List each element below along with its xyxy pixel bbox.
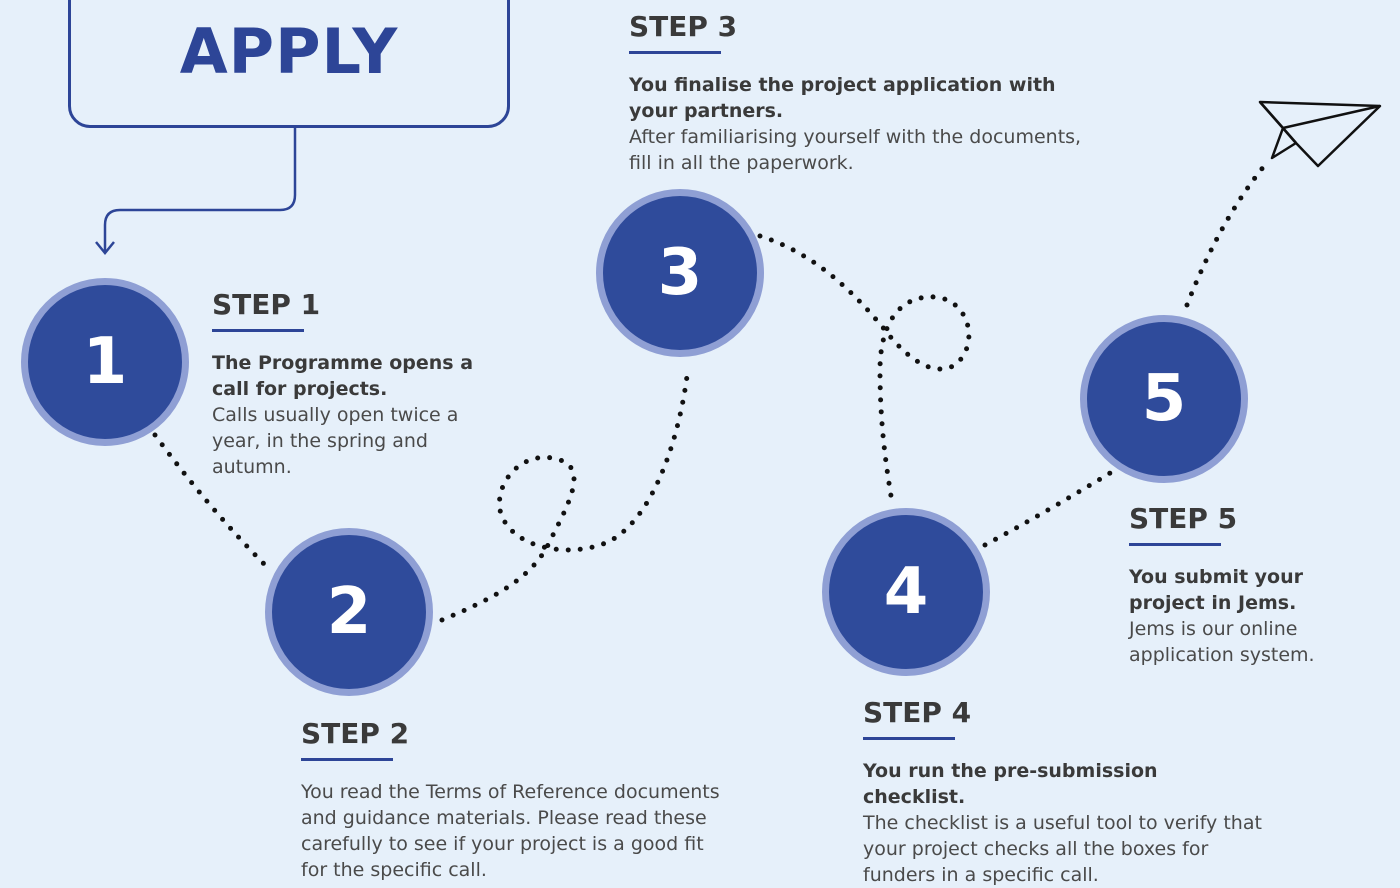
- step-5-circle: 5: [1080, 315, 1248, 483]
- dotted-path-2-3: [439, 365, 691, 623]
- step-2-text: STEP 2 You read the Terms of Reference d…: [301, 717, 721, 883]
- dotted-path-4-5: [982, 467, 1118, 548]
- step-2-underline: [301, 758, 393, 761]
- step-4-heading: You run the pre-submission checklist.: [863, 760, 1158, 808]
- step-5-heading: You submit your project in Jems.: [1129, 566, 1303, 614]
- step-1-label: STEP 1: [212, 288, 321, 321]
- step-4-label: STEP 4: [863, 696, 972, 729]
- step-2-label: STEP 2: [301, 717, 410, 750]
- step-4-underline: [863, 737, 955, 740]
- step-5-text: STEP 5 You submit your project in Jems. …: [1129, 502, 1379, 668]
- paper-plane-icon: [1258, 100, 1382, 168]
- apply-title-box: APPLY: [68, 0, 510, 128]
- step-2-body: You read the Terms of Reference document…: [301, 781, 720, 881]
- step-3-body: After familiarising yourself with the do…: [629, 126, 1082, 174]
- dotted-path-1-2: [152, 432, 273, 573]
- step-4-number: 4: [883, 555, 929, 629]
- step-3-heading: You finalise the project application wit…: [629, 74, 1056, 122]
- step-1-number: 1: [82, 325, 128, 399]
- step-1-body: Calls usually open twice a year, in the …: [212, 404, 459, 478]
- arrow-down-icon: [95, 241, 115, 255]
- step-4-text: STEP 4 You run the pre-submission checkl…: [863, 696, 1263, 888]
- step-1-text: STEP 1 The Programme opens a call for pr…: [212, 288, 502, 480]
- step-2-number: 2: [326, 575, 372, 649]
- step-1-heading: The Programme opens a call for projects.: [212, 352, 474, 400]
- step-2-circle: 2: [265, 528, 433, 696]
- step-4-circle: 4: [822, 508, 990, 676]
- step-1-circle: 1: [21, 278, 189, 446]
- step-3-underline: [629, 51, 721, 54]
- step-3-number: 3: [657, 236, 703, 310]
- dotted-path-5-plane: [1184, 162, 1268, 308]
- step-4-body: The checklist is a useful tool to verify…: [863, 812, 1262, 886]
- apply-title: APPLY: [179, 15, 399, 88]
- step-3-circle: 3: [596, 189, 764, 357]
- step-5-body: Jems is our online application system.: [1129, 618, 1315, 666]
- step-3-text: STEP 3 You finalise the project applicat…: [629, 10, 1109, 176]
- step-5-number: 5: [1141, 362, 1187, 436]
- step-5-underline: [1129, 543, 1221, 546]
- dotted-path-3-4: [757, 233, 972, 505]
- step-5-label: STEP 5: [1129, 502, 1238, 535]
- step-1-underline: [212, 329, 304, 332]
- step-3-label: STEP 3: [629, 10, 738, 43]
- apply-connector-line: [103, 128, 297, 252]
